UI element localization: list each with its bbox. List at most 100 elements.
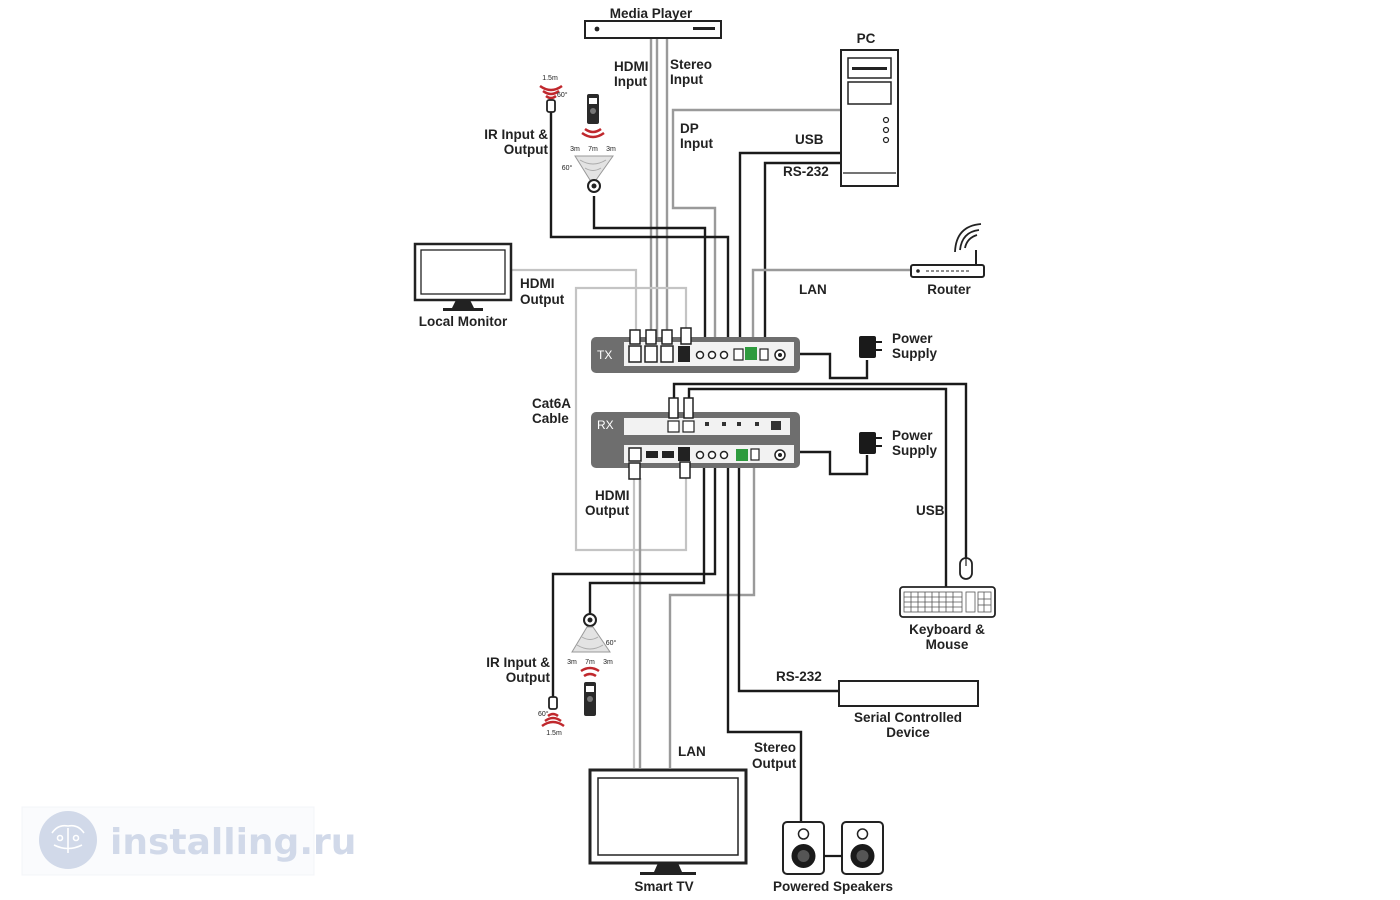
powered-speakers: Powered Speakers <box>773 821 893 894</box>
ir-sensor-bottom-distance: 1.5m <box>546 730 562 737</box>
ir-sensor-bottom: 60° 1.5m <box>538 696 565 737</box>
serial-device-label-2: Device <box>886 725 930 740</box>
local-monitor: Local Monitor <box>413 242 513 329</box>
tx-rs232-terminal-icon <box>745 347 757 360</box>
usb-plug-icon <box>668 397 679 419</box>
media-player-led-icon <box>594 26 600 32</box>
ir-emitter-top-center: 7m <box>588 146 598 153</box>
ir-emitter-bottom-right: 3m <box>603 659 613 666</box>
hdmi-output-top-label-2: Output <box>520 292 565 307</box>
ir-sensor-icon <box>548 696 558 710</box>
ir-sensor-top-angle: 60° <box>557 91 568 99</box>
stereo-input-label-2: Input <box>670 72 703 87</box>
keyboard-mouse-label-1: Keyboard & <box>909 622 985 637</box>
rx-port-icon <box>646 451 658 458</box>
hdmi-output-bottom-label-1: HDMI <box>595 488 630 503</box>
ir-emitter-beam-icon <box>574 155 614 181</box>
media-player-box <box>584 20 722 39</box>
tx-usb-port-icon <box>733 348 744 361</box>
ir-remote-top <box>581 94 605 139</box>
dp-plug-icon <box>661 329 673 345</box>
cat6a-label-2: Cable <box>532 411 569 426</box>
cat6a-label-1: Cat6A <box>532 396 571 411</box>
rx-button-icon <box>771 421 781 430</box>
rx-usb-port-icon <box>667 420 680 433</box>
ir-emitter-bottom-left: 3m <box>567 659 577 666</box>
usb-plug-icon <box>683 397 694 419</box>
ir-emitter-bottom-center: 7m <box>585 659 595 666</box>
stereo-input-label-1: Stereo <box>670 57 712 72</box>
serial-controlled-device: Serial Controlled Device <box>838 680 979 740</box>
hdmi-plug-icon <box>628 462 641 480</box>
hdmi-input-label-1: HDMI <box>614 59 649 74</box>
smart-tv-label: Smart TV <box>634 879 693 894</box>
powered-speakers-label: Powered Speakers <box>773 879 893 894</box>
hdmi-plug-icon <box>645 329 657 345</box>
media-player-slot-icon <box>693 27 715 30</box>
ir-remote-bottom <box>580 666 600 716</box>
rj45-plug-icon <box>679 461 691 479</box>
power-supply-tx-label-1: Power <box>892 331 933 346</box>
tx-unit: TX <box>591 327 800 373</box>
tx-dp-in-port-icon <box>660 345 674 363</box>
hdmi-output-top-label-1: HDMI <box>520 276 555 291</box>
rx-front-face <box>624 418 790 435</box>
power-supply-rx-label-1: Power <box>892 428 933 443</box>
pc-drive-bay-icon <box>847 81 892 105</box>
tx-audio-port-icon <box>695 350 705 360</box>
dp-input-label-1: DP <box>680 121 699 136</box>
ir-bottom-label-2: Output <box>506 670 551 685</box>
rj45-plug-icon <box>680 327 692 345</box>
rs232-bottom-label: RS-232 <box>776 669 822 684</box>
tx-label: TX <box>597 348 612 362</box>
pc-button-icon <box>882 116 890 124</box>
pc-label: PC <box>857 31 876 46</box>
ir-wave-icon <box>547 712 559 718</box>
rx-usb-port-icon <box>682 420 695 433</box>
tx-hdmi-out-port-icon <box>628 345 642 363</box>
dp-input-label-2: Input <box>680 136 713 151</box>
tx-hdmi-in-port-icon <box>644 345 658 363</box>
ir-emitter-bottom-angle: 60° <box>606 639 617 647</box>
serial-device-box <box>838 680 979 707</box>
ir-wave-icon <box>584 127 602 134</box>
power-supply-tx: Power Supply <box>859 331 937 361</box>
tx-lan-port-icon <box>759 348 769 361</box>
router-label: Router <box>927 282 971 297</box>
ir-top-label-2: Output <box>504 142 549 157</box>
usb-top-label: USB <box>795 132 824 147</box>
power-adapter-icon <box>859 432 876 454</box>
watermark-text: installing.ru <box>110 822 356 863</box>
hdmi-output-bottom-label-2: Output <box>585 503 630 518</box>
power-supply-rx-label-2: Supply <box>892 443 937 458</box>
tx-hdbt-port-icon <box>678 346 690 362</box>
ir-top-label-1: IR Input & <box>484 127 548 142</box>
wifi-signal-icon <box>964 234 978 249</box>
power-adapter-icon <box>859 336 876 358</box>
rx-hdmi-out-port-icon <box>628 447 642 462</box>
ir-emitter-top-left: 3m <box>570 146 580 153</box>
lan-bottom-label: LAN <box>678 744 706 759</box>
rx-audio-port-icon <box>695 450 705 460</box>
pc: PC <box>840 31 899 187</box>
ir-sensor-top: 1.5m 60° <box>539 75 568 113</box>
ir-emitter-top-angle: 60° <box>562 164 573 172</box>
rs232-top-label: RS-232 <box>783 164 829 179</box>
keyboard-mouse: Keyboard & Mouse <box>899 557 996 652</box>
ir-sensor-top-distance: 1.5m <box>542 75 558 82</box>
hdmi-input-label-2: Input <box>614 74 647 89</box>
serial-device-label-1: Serial Controlled <box>854 710 962 725</box>
rx-label: RX <box>597 418 614 432</box>
router: Router <box>910 223 985 297</box>
watermark: installing.ru <box>21 806 356 876</box>
ir-emitter-top: 3m 7m 3m 60° <box>562 146 616 193</box>
ir-wave-icon <box>580 666 600 673</box>
media-player: Media Player <box>584 6 722 39</box>
rx-unit: RX <box>591 397 800 480</box>
ir-wave-icon <box>539 84 563 92</box>
ir-sensor-bottom-angle: 60° <box>538 710 549 718</box>
smart-tv: Smart TV <box>588 768 748 894</box>
ir-emitter-bottom: 60° 3m 7m 3m <box>567 613 617 666</box>
power-supply-rx: Power Supply <box>859 428 937 458</box>
